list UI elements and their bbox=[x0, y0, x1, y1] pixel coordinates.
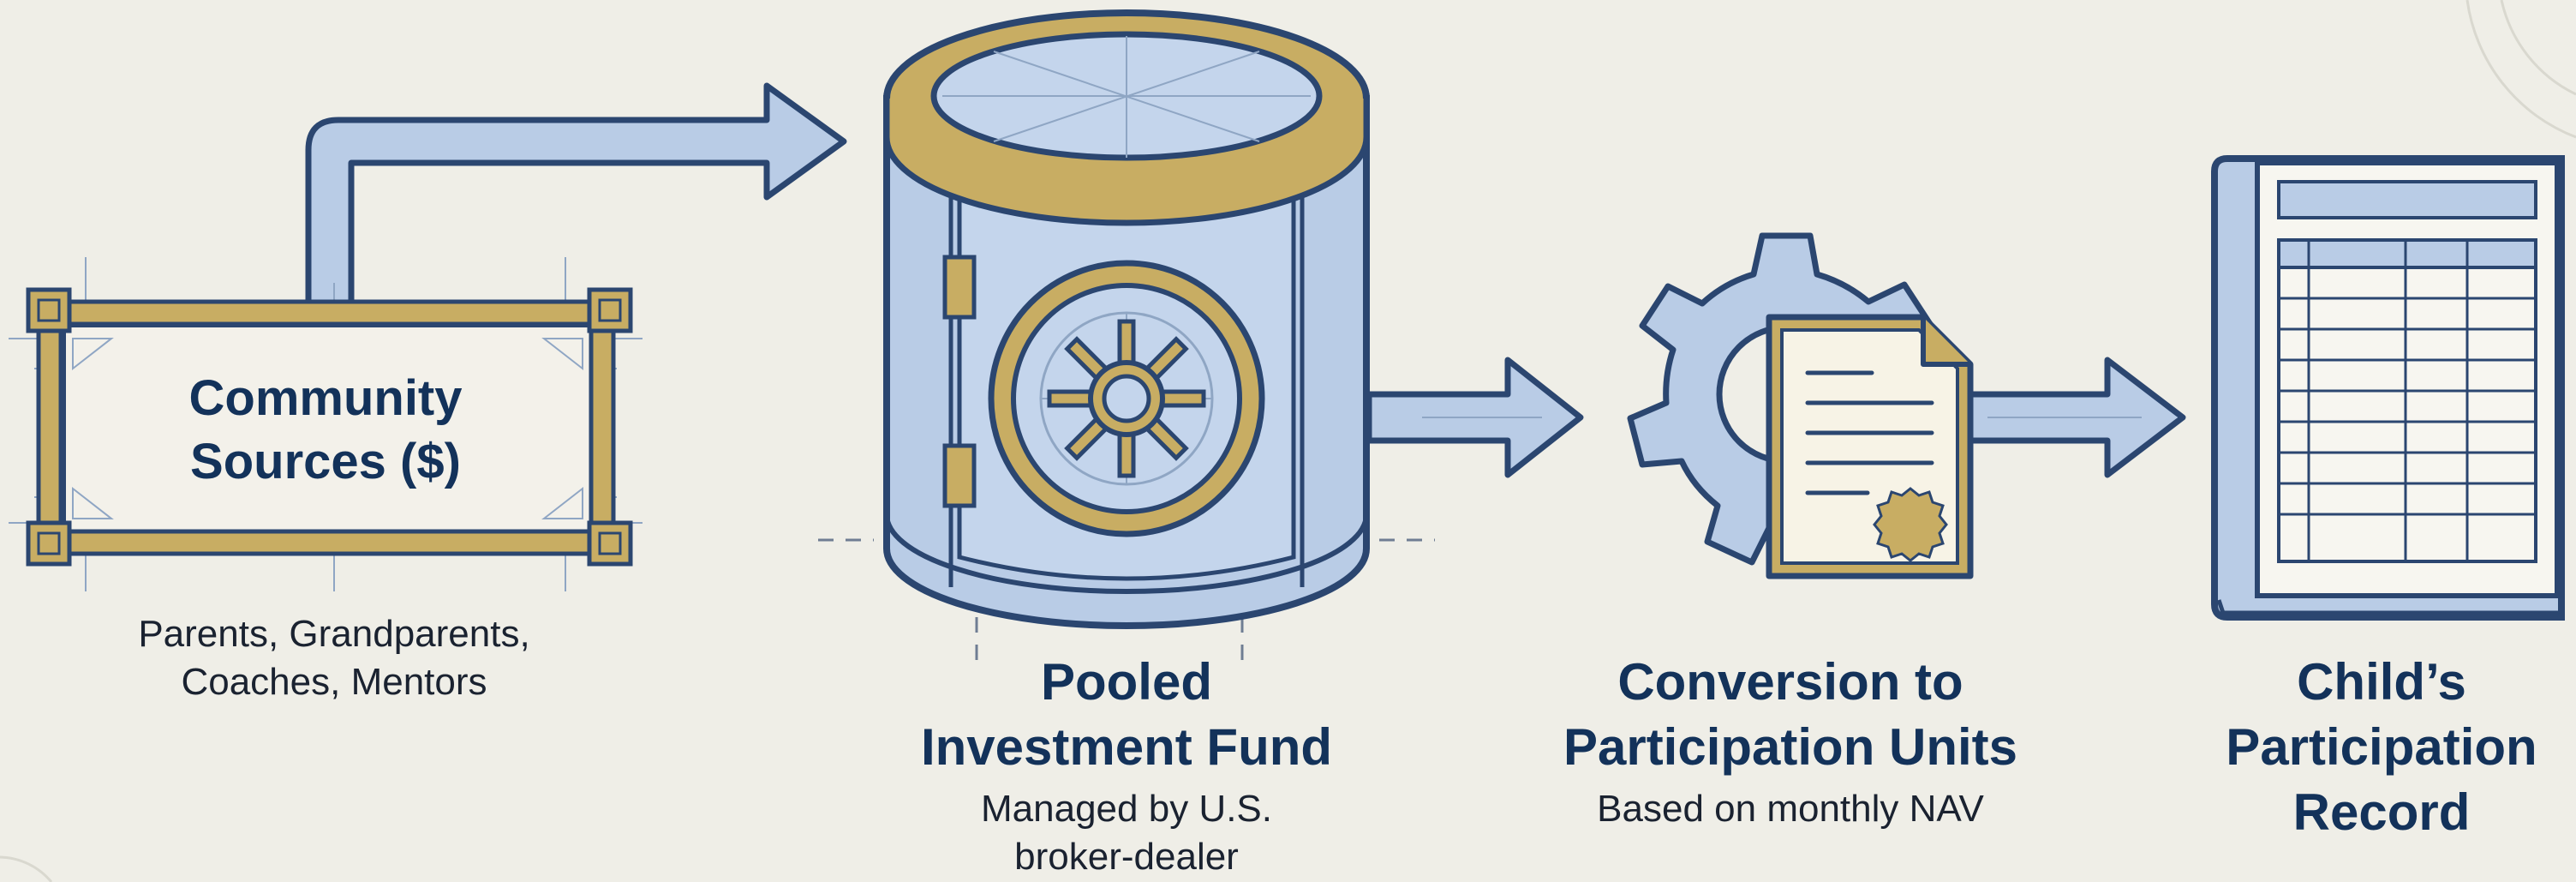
conversion-title-line2: Participation Units bbox=[1563, 718, 2018, 776]
arrow-icon bbox=[305, 82, 847, 312]
record-title: Child’s Participation Record bbox=[2193, 650, 2570, 845]
record-title-line1: Child’s bbox=[2297, 653, 2466, 711]
gear-document-icon bbox=[1627, 232, 1974, 579]
vault-cylinder-icon bbox=[818, 9, 1435, 660]
fund-sub-line1: Managed by U.S. bbox=[981, 788, 1272, 830]
ledger-book-icon bbox=[2211, 155, 2565, 621]
fund-sub-line2: broker-dealer bbox=[1014, 836, 1239, 878]
fund-subtitle: Managed by U.S. broker-dealer bbox=[857, 785, 1396, 881]
conversion-subtitle: Based on monthly NAV bbox=[1508, 785, 2073, 833]
conversion-title: Conversion to Participation Units bbox=[1508, 650, 2073, 780]
sources-sub-line1: Parents, Grandparents, bbox=[138, 613, 530, 655]
record-title-line2: Participation bbox=[2226, 718, 2537, 776]
sources-title-line2: Sources ($) bbox=[190, 434, 461, 489]
conversion-sub-line1: Based on monthly NAV bbox=[1597, 788, 1984, 830]
sources-sub-line2: Coaches, Mentors bbox=[181, 661, 487, 703]
fund-title-line2: Investment Fund bbox=[920, 718, 1333, 776]
arrow-icon bbox=[1967, 357, 2186, 478]
conversion-title-line1: Conversion to bbox=[1617, 653, 1963, 711]
arrow-icon bbox=[1366, 357, 1584, 478]
record-title-line3: Record bbox=[2292, 783, 2471, 841]
framed-box-icon bbox=[9, 257, 643, 591]
fund-title: Pooled Investment Fund bbox=[857, 650, 1396, 780]
sources-subtitle: Parents, Grandparents, Coaches, Mentors bbox=[34, 610, 634, 706]
fund-title-line1: Pooled bbox=[1040, 653, 1212, 711]
sources-title-line1: Community bbox=[188, 370, 463, 426]
sources-title: Community Sources ($) bbox=[99, 367, 553, 494]
